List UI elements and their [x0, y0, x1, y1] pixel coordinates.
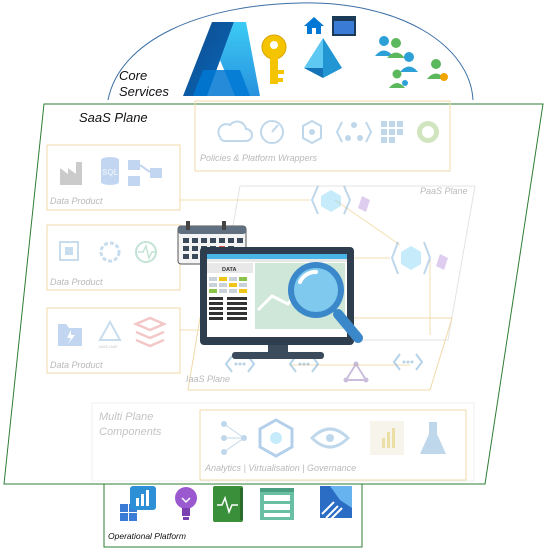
grid-tiles-icon: [381, 121, 403, 143]
lightbulb-icon: [175, 487, 197, 520]
user-icon-2: [400, 52, 418, 72]
magnifier-icon: [288, 262, 363, 343]
multi-plane-box: [91, 402, 475, 482]
data-product-box-3: [46, 307, 181, 374]
entra-pyramid-icon: [304, 38, 342, 78]
analytics-monitor: [200, 247, 354, 359]
analytics-label: Analytics | Virtualisation | Governance: [205, 463, 357, 473]
paas-plane-label: PaaS Plane: [420, 186, 468, 196]
purview-eye-icon: [309, 427, 351, 449]
cost-coin-icon: [417, 121, 439, 143]
user-settings-icon: [427, 59, 448, 81]
multi-plane-line1: Multi Plane: [99, 411, 154, 423]
hexagon-gear-icon: [302, 119, 322, 145]
pipeline-tree-icon: [221, 421, 247, 455]
multi-plane-label: Multi Plane Components: [99, 410, 161, 440]
sql-label: SQL: [102, 168, 119, 177]
network-bracket-icon: [335, 121, 373, 143]
core-services-label: Core Services: [119, 68, 169, 100]
data-product-label-2: Data Product: [50, 277, 103, 287]
bracket-cube-icon-1: [310, 185, 352, 215]
policies-label: Policies & Platform Wrappers: [200, 153, 318, 163]
data-product-2-icons: [59, 241, 157, 263]
data-product-box-1: [46, 144, 181, 211]
iaas-plane-box: [187, 317, 453, 391]
power-bi-icon: [370, 421, 404, 455]
synapse-hex-icon: [258, 418, 294, 458]
data-lake-label: DATA LAKE: [99, 345, 118, 349]
folder-bolt-icon: [58, 324, 82, 346]
analytics-icons: [221, 418, 446, 458]
purple-gem-icon-2: [436, 254, 448, 270]
speed-bolt-icon: [320, 486, 352, 521]
multi-plane-line2: Components: [99, 426, 162, 438]
data-flow-icon: [128, 160, 162, 186]
users-group-icon-3: [389, 69, 408, 88]
key-vault-key-icon: [261, 34, 287, 84]
bracket-cube-icon-2: [390, 241, 432, 275]
operational-platform-label: Operational Platform: [108, 531, 186, 541]
data-product-label-1: Data Product: [50, 196, 103, 206]
core-services-line2: Services: [119, 84, 169, 99]
factory-icon: [60, 162, 82, 185]
policies-icons: [217, 119, 439, 145]
iaas-plane-label: IaaS Plane: [186, 374, 231, 384]
paas-icons: [310, 185, 448, 306]
stream-gear-icon: [99, 241, 121, 263]
event-hub-icon: [59, 241, 79, 261]
data-lake-icon: [98, 319, 122, 341]
home-icon: [304, 17, 324, 34]
saas-plane-label: SaaS Plane: [79, 110, 148, 125]
screen-table: [209, 277, 247, 320]
purple-gem-icon-1: [358, 196, 370, 212]
gauge-icon: [260, 120, 284, 144]
analytics-box: [199, 409, 467, 481]
ml-flask-icon: [420, 422, 446, 454]
pulse-monitor-icon: [135, 241, 157, 263]
window-icon: [332, 16, 356, 36]
data-product-3-icons: [58, 316, 168, 348]
policies-box: [194, 100, 451, 172]
layers-stack-icon: [132, 316, 168, 348]
azure-logo-icon: [183, 22, 260, 96]
data-product-label-3: Data Product: [50, 360, 103, 370]
users-group-icon-1: [375, 36, 405, 58]
core-services-line1: Core: [119, 68, 148, 83]
monitor-chart-icon: [120, 486, 156, 521]
vnet-icon-3: [392, 353, 424, 371]
health-book-icon: [213, 486, 243, 522]
cloud-icon: [217, 120, 253, 142]
peering-triangle-icon: [343, 361, 369, 383]
screen-title: DATA: [222, 267, 236, 273]
data-product-1-icons: [60, 157, 162, 186]
sql-database-icon: [101, 157, 119, 185]
storage-stack-icon: [260, 488, 294, 520]
